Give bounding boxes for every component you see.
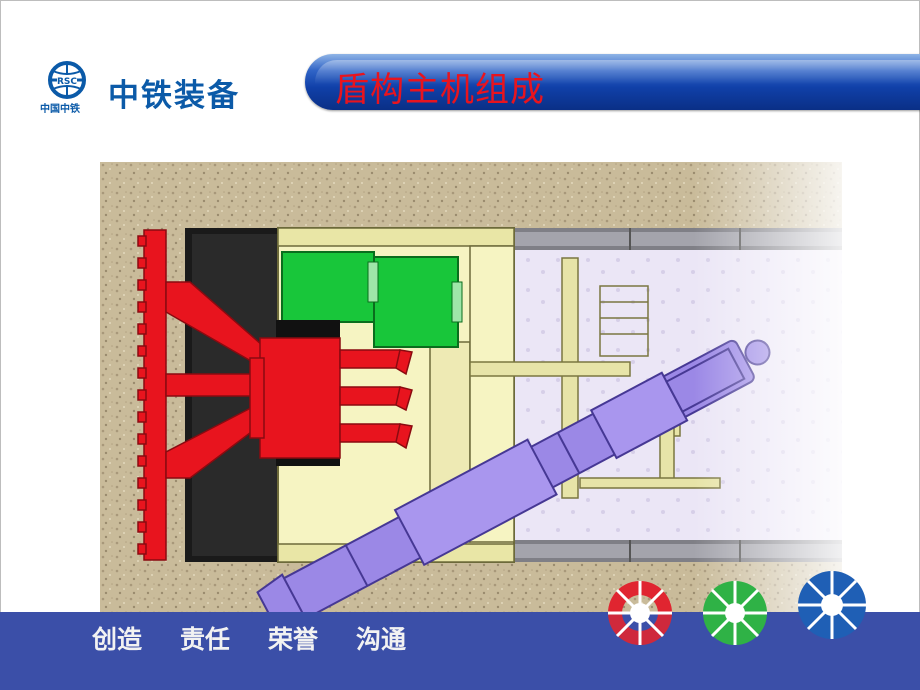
logo-mark-text: RSC [57, 77, 77, 87]
title-bar-highlight [315, 60, 920, 104]
logo-subtitle: 中国中铁 [40, 104, 80, 115]
slogan-create: 创造 [92, 625, 143, 654]
slide-title: 盾构主机组成 [335, 70, 545, 110]
logo-name: 中铁装备 [108, 78, 240, 114]
right-fade [100, 162, 842, 612]
crec-logo-icon: RSC [48, 61, 86, 99]
slogan-communication: 沟通 [356, 625, 407, 654]
shield-machine-diagram [100, 162, 842, 612]
company-logo: RSC 中国中铁 中铁装备 [40, 60, 280, 120]
bottom-bar [0, 612, 920, 690]
blue-wheel-icon [798, 571, 866, 639]
title-bar: 盾构主机组成 [305, 54, 920, 110]
decorative-wheels [608, 571, 866, 645]
slogan-responsibility: 责任 [180, 625, 231, 654]
slogan-honor: 荣誉 [268, 625, 319, 654]
red-wheel-icon [608, 581, 672, 645]
green-wheel-icon [703, 581, 767, 645]
